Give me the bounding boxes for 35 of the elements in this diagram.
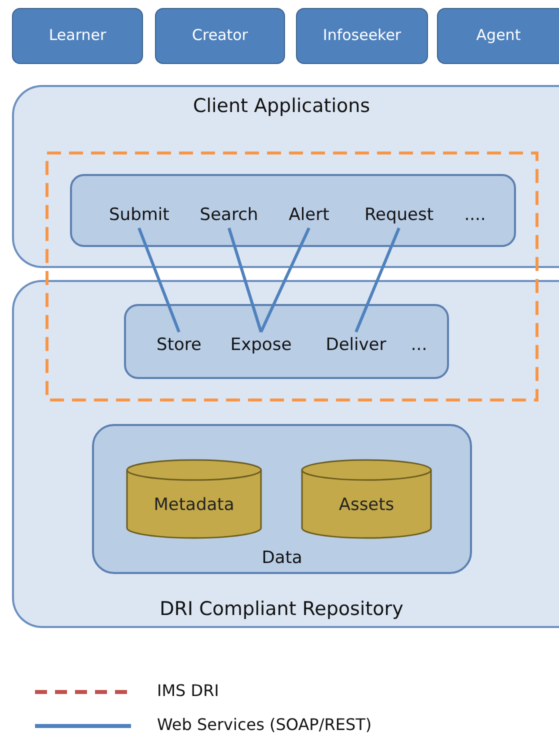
service-name: Deliver — [321, 332, 391, 358]
connector-line — [260, 227, 310, 333]
role-label: Creator — [191, 26, 249, 44]
service-name: Submit — [109, 202, 169, 228]
service-name: Store — [150, 332, 208, 358]
service-box — [124, 304, 449, 379]
user-role-box — [155, 8, 285, 64]
service-name: Search — [196, 202, 262, 228]
legend-label: Web Services (SOAP/REST) — [157, 715, 372, 734]
user-role-box — [437, 8, 559, 64]
service-box — [70, 174, 516, 247]
role-label: Agent — [475, 26, 522, 44]
user-role-box — [12, 8, 143, 64]
legend-label: IMS DRI — [157, 681, 219, 700]
data-label: Data — [260, 548, 304, 568]
role-label: Learner — [48, 26, 108, 44]
panel-heading: DRI Compliant Repository — [158, 598, 404, 620]
panel-heading: Client Applications — [192, 95, 372, 117]
layer-panel — [12, 280, 559, 628]
database-cylinder — [126, 459, 262, 539]
service-name: ... — [407, 332, 431, 358]
connector-line — [138, 227, 180, 333]
service-name: .... — [457, 202, 493, 228]
service-name: Request — [356, 202, 442, 228]
service-name: Alert — [284, 202, 334, 228]
connector-line — [354, 227, 400, 333]
database-cylinder — [301, 459, 432, 539]
role-label: Infoseeker — [322, 26, 402, 44]
service-name: Expose — [226, 332, 296, 358]
cylinder-label: Metadata — [152, 495, 236, 515]
connector-line — [228, 228, 262, 332]
user-role-box — [296, 8, 428, 64]
cylinder-label: Assets — [338, 495, 396, 515]
layer-panel — [12, 85, 559, 268]
data-box — [92, 424, 472, 574]
